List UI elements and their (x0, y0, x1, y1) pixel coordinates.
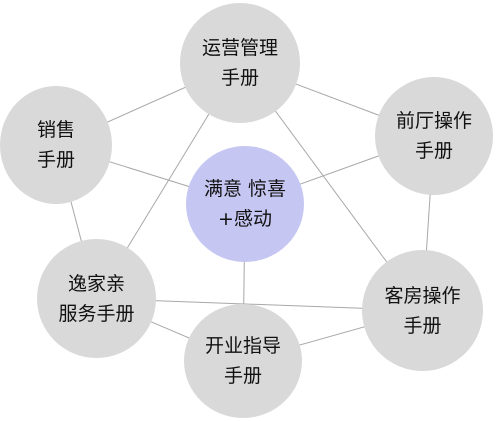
node-yijiaqin-service-manual: 逸家亲 服务手册 (37, 239, 156, 358)
node-housekeeping-line2: 手册 (403, 314, 442, 337)
node-sales-manual: 销售 手册 (0, 86, 112, 204)
node-opening-line1: 开业指导 (204, 335, 281, 357)
node-front-desk-line2: 手册 (414, 140, 453, 162)
node-center-satisfaction: 满意 惊喜 +感动 (186, 146, 304, 262)
node-center-line2: +感动 (218, 208, 272, 230)
node-opening-line2: 手册 (223, 365, 262, 387)
node-front-desk-manual: 前厅操作 手册 (375, 77, 493, 195)
node-center-line1: 满意 惊喜 (203, 178, 287, 200)
node-sales-line2: 手册 (36, 149, 75, 171)
node-housekeeping-line1: 客房操作 (384, 284, 461, 307)
node-yijiaqin-line2: 服务手册 (58, 302, 135, 325)
node-front-desk-line1: 前厅操作 (395, 110, 472, 132)
node-opening-guide-manual: 开业指导 手册 (184, 304, 302, 418)
node-housekeeping-manual: 客房操作 手册 (362, 250, 483, 371)
node-operations-manual: 运营管理 手册 (180, 3, 300, 123)
node-operations-line2: 手册 (220, 67, 259, 89)
node-sales-line1: 销售 (36, 119, 75, 141)
node-yijiaqin-line1: 逸家亲 (67, 272, 125, 295)
node-operations-line1: 运营管理 (201, 37, 278, 59)
